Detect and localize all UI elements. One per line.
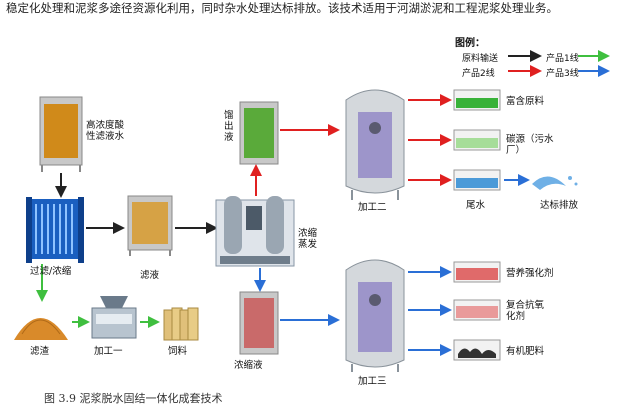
label-nutrient: 营养强化剂	[506, 268, 554, 279]
tray-water-product	[453, 89, 501, 111]
tray-nutrient	[453, 261, 501, 283]
filter-press	[26, 197, 84, 263]
machine-process1	[91, 296, 137, 339]
label-tail-water: 尾水	[466, 200, 486, 211]
tank-distillate	[239, 101, 279, 165]
tray-fertilizer	[453, 339, 501, 361]
label-compound: 复合抗氧化剂	[506, 300, 545, 322]
label-process2: 加工二	[358, 202, 387, 213]
legend-label-line1: 产品1线	[546, 54, 579, 64]
discharge-splash	[532, 176, 578, 190]
tank-acid-filtrate	[39, 96, 83, 172]
label-discharge: 达标排放	[540, 200, 579, 211]
legend-label-feed: 原料输送	[462, 54, 499, 64]
legend-label-line2: 产品2线	[462, 69, 495, 79]
sludge-pile	[14, 318, 68, 340]
label-evaporator: 浓缩蒸发	[298, 228, 318, 250]
tray-compound	[453, 299, 501, 321]
label-filter: 过滤/浓缩	[30, 266, 72, 277]
reactor-process2	[345, 89, 405, 200]
tank-concentrate	[239, 291, 279, 355]
label-process1: 加工一	[94, 346, 123, 357]
legend-title: 图例：	[455, 38, 485, 49]
tank-filtrate	[127, 195, 173, 256]
label-sludge: 滤渣	[30, 346, 50, 357]
legend-label-line3: 产品3线	[546, 69, 579, 79]
label-carbon-source: 碳源（污水厂）	[506, 134, 554, 156]
intro-paragraph: 稳定化处理和泥浆多途径资源化利用，同时杂水处理达标排放。该技术适用于河湖淤泥和工…	[6, 1, 558, 15]
figure-caption: 图 3.9 泥浆脱水固结一体化成套技术	[44, 392, 223, 405]
label-feed: 饲料	[168, 346, 188, 357]
label-process3: 加工三	[358, 376, 387, 387]
feed-bags	[163, 307, 199, 341]
tray-carbon-source	[453, 129, 501, 151]
label-water-product: 富含原料	[506, 96, 545, 107]
label-tank-top: 高浓度酸性滤液水	[86, 120, 125, 142]
evaporator	[215, 196, 295, 267]
label-fertilizer: 有机肥料	[506, 346, 545, 357]
reactor-process3	[345, 259, 405, 372]
label-concentrate: 浓缩液	[234, 360, 263, 371]
label-filtrate: 滤液	[140, 270, 160, 281]
label-distillate: 馏出液	[224, 110, 234, 143]
legend-lines	[508, 50, 610, 77]
tray-tail-water	[453, 169, 501, 191]
